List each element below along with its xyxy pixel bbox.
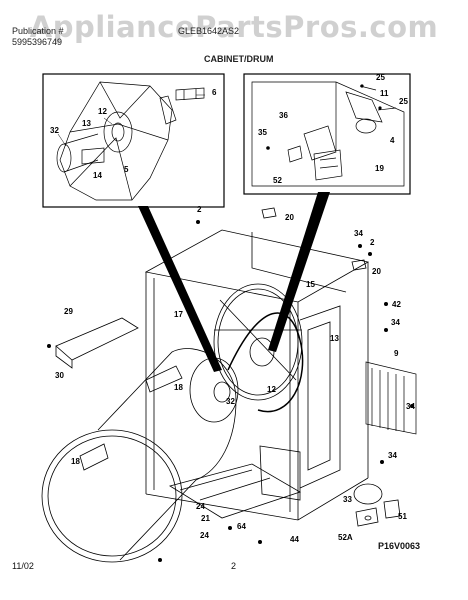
callout-c2a: 2 (197, 205, 202, 214)
inset-switch-detail (243, 73, 411, 195)
callout-labels: 6 12 13 32 5 14 25 11 25 36 35 4 19 52 2 20 34 2 20 15 42 29 1… (50, 73, 415, 544)
switch-detail-drawing (251, 81, 405, 187)
callout-c9: 9 (394, 349, 399, 358)
callout-c35: 35 (258, 128, 267, 137)
callout-c2b: 2 (370, 238, 375, 247)
callout-c19: 19 (375, 164, 384, 173)
drum (41, 348, 239, 563)
rear-vent-screen (365, 361, 417, 435)
callout-c51: 51 (398, 512, 407, 521)
callout-c36: 36 (279, 111, 288, 120)
publication-number: 5995396749 (12, 37, 63, 47)
callout-c32a: 32 (50, 126, 59, 135)
callout-c4: 4 (390, 136, 395, 145)
pointer-to-bearing (138, 206, 222, 372)
callout-c52a: 52A (338, 533, 353, 542)
callout-c34b: 34 (391, 318, 400, 327)
callout-c64: 64 (237, 522, 246, 531)
drum-belt (227, 312, 304, 413)
clips (261, 207, 367, 271)
callout-c30: 30 (55, 371, 64, 380)
base (168, 463, 301, 519)
callout-c17: 17 (174, 310, 183, 319)
model-number: GLEB1642AS2 (178, 26, 240, 36)
callout-c42: 42 (392, 300, 401, 309)
callout-c12b: 12 (267, 385, 276, 394)
callout-c15: 15 (306, 280, 315, 289)
pointer-to-switch (268, 192, 330, 352)
callout-c13b: 13 (330, 334, 339, 343)
callout-c34d: 34 (388, 451, 397, 460)
footer-page-number: 2 (231, 561, 237, 571)
callout-c34c: 34 (406, 402, 415, 411)
figure-code: P16V0063 (378, 541, 421, 551)
callout-c25b: 25 (399, 97, 408, 106)
callout-c12a: 12 (98, 107, 107, 116)
toe-kick-panel (55, 317, 139, 369)
callout-c24a: 24 (196, 502, 205, 511)
callout-c44: 44 (290, 535, 299, 544)
callout-c52: 52 (273, 176, 282, 185)
callout-c20b: 20 (372, 267, 381, 276)
switch-detail-bottom (353, 483, 401, 527)
cabinet (144, 229, 370, 521)
inset-bearing-detail (42, 73, 225, 208)
callout-c18b: 18 (71, 457, 80, 466)
callout-c25a: 25 (376, 73, 385, 82)
drum-rear-plate (213, 283, 303, 401)
section-title: CABINET/DRUM (204, 54, 274, 64)
callout-c11: 11 (380, 89, 389, 98)
callout-c18a: 18 (174, 383, 183, 392)
callout-c20a: 20 (285, 213, 294, 222)
callout-c24b: 24 (200, 531, 209, 540)
callout-c32b: 32 (226, 397, 235, 406)
callout-c14: 14 (93, 171, 102, 180)
watermark: AppliancePartsPros.com (29, 10, 439, 44)
publication-label: Publication # (12, 26, 64, 36)
bearing-detail-drawing (56, 81, 205, 201)
footer-date: 11/02 (12, 561, 34, 571)
callout-c6: 6 (212, 88, 217, 97)
callout-c29: 29 (64, 307, 73, 316)
callout-c5: 5 (124, 165, 129, 174)
hardware-fasteners (47, 220, 414, 562)
callout-c33: 33 (343, 495, 352, 504)
callout-c21: 21 (201, 514, 210, 523)
callout-c13a: 13 (82, 119, 91, 128)
callout-c34a: 34 (354, 229, 363, 238)
